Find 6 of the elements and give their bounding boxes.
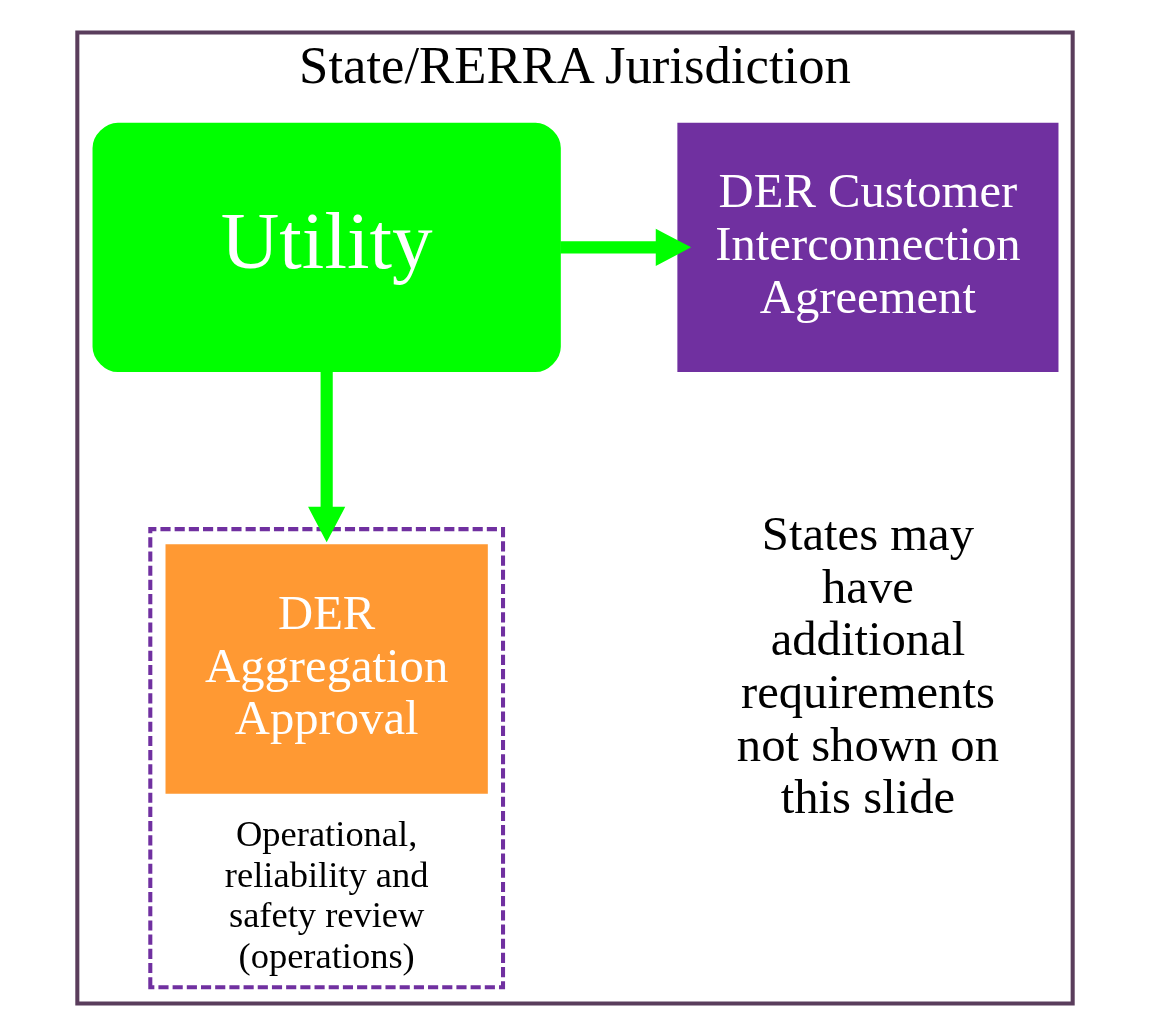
node-box: DER Aggregation Approval (165, 544, 488, 794)
arrow (308, 371, 346, 543)
node-box: DER Customer Interconnection Agreement (677, 122, 1059, 373)
arrow (560, 228, 692, 266)
node-box: Utility (92, 122, 561, 373)
label: States may have additional requirements not shown on this slide (736, 506, 999, 825)
